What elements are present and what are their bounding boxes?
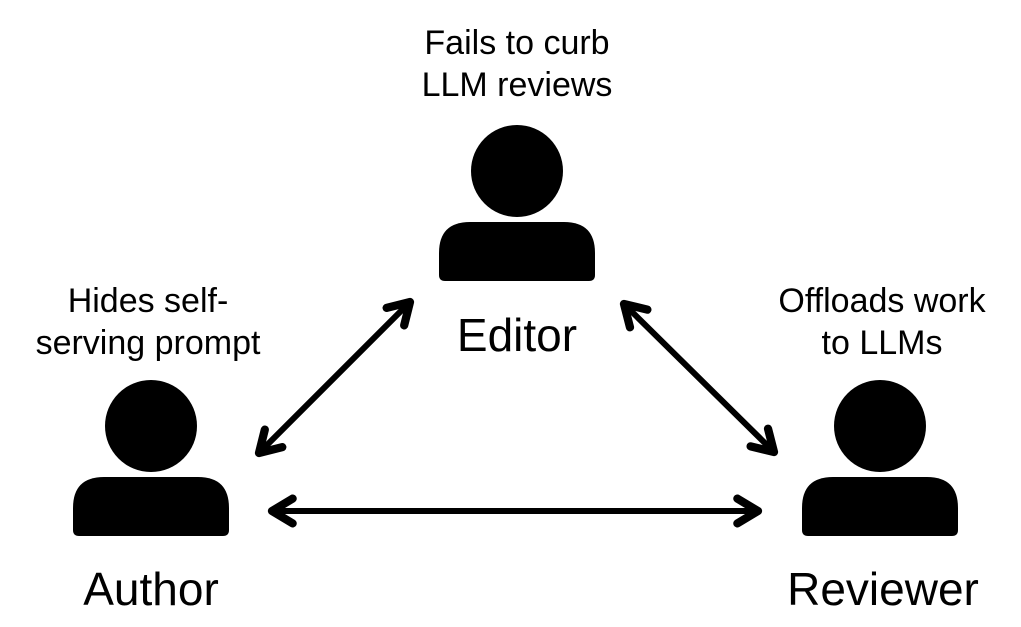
arrow-editor-reviewer [619,299,779,457]
author-label: Author [83,563,219,615]
person-icon-reviewer [802,380,958,536]
caption-line: Hides self- [67,282,229,320]
caption-line: Fails to curb [424,24,610,62]
caption-reviewer: Offloads work to LLMs [778,280,985,364]
caption-line: to LLMs [821,324,943,362]
caption-line: LLM reviews [421,66,613,104]
caption-author: Hides self- serving prompt [36,280,261,364]
editor-label: Editor [456,309,578,361]
caption-line: Offloads work [778,282,986,320]
person-icon-author [73,380,229,536]
caption-editor: Fails to curb LLM reviews [422,22,613,106]
person-icon-editor [439,125,595,281]
arrow-author-editor [254,297,415,458]
reviewer-label: Reviewer [787,563,979,615]
caption-line: serving prompt [35,324,261,362]
